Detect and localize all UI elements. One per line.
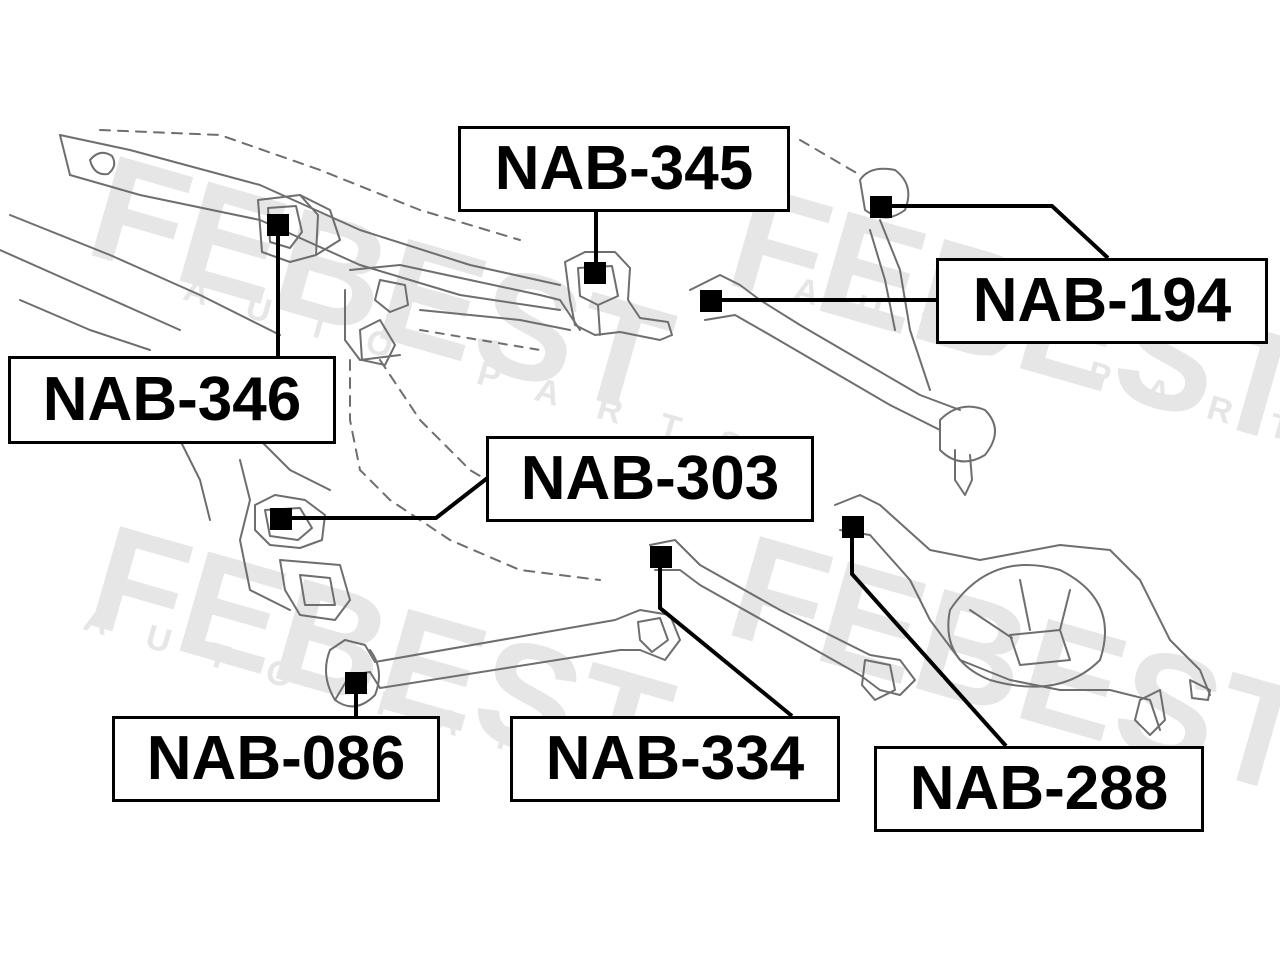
leader-lines [276,204,1110,748]
part-label-nab-086: NAB-086 [112,716,440,802]
part-label-nab-345: NAB-345 [458,126,790,212]
leader-line-nab-194-a [882,204,1110,260]
suspension-drawing [0,129,1211,736]
leader-line-nab-303 [282,474,492,520]
marker-nab-194-a [870,196,892,218]
leader-line-nab-288 [850,526,1008,748]
marker-nab-194-b [700,290,722,312]
part-label-nab-194: NAB-194 [936,258,1268,344]
marker-nab-303 [270,508,292,530]
leader-line-nab-334 [658,556,794,718]
part-label-nab-346: NAB-346 [8,356,336,444]
marker-nab-345 [584,262,606,284]
marker-nab-288 [842,516,864,538]
marker-nab-086 [345,672,367,694]
marker-nab-346 [267,214,289,236]
part-label-nab-334: NAB-334 [510,716,840,802]
part-label-nab-288: NAB-288 [874,746,1204,832]
marker-nab-334 [650,546,672,568]
marker-squares [267,196,892,694]
part-label-nab-303: NAB-303 [486,436,814,522]
